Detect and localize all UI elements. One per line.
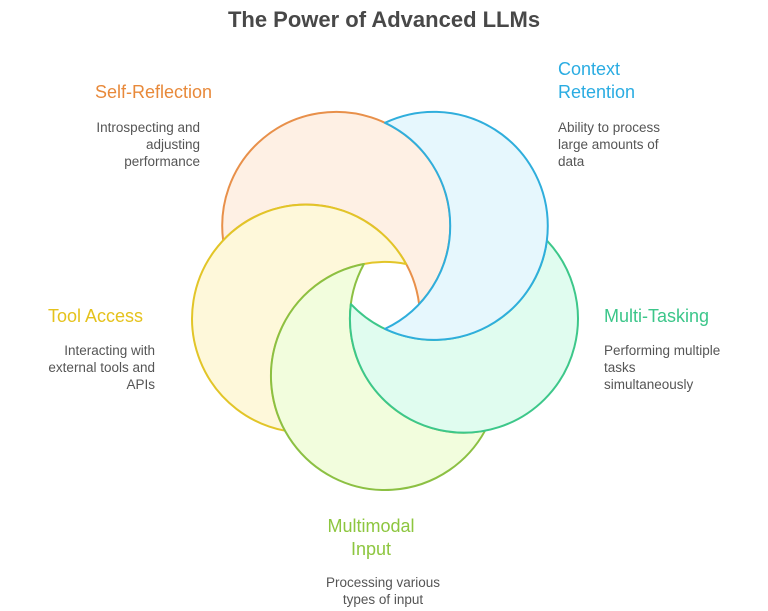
multi-tasking-heading: Multi-Tasking (604, 306, 710, 326)
multimodal-input-heading: Multimodal Input (327, 516, 415, 559)
multimodal-input-description: Processing various types of input (325, 575, 441, 607)
context-retention-heading: Context Retention (558, 59, 636, 102)
self-reflection-description: Introspecting and adjusting performance (96, 120, 200, 169)
context-retention-segment (384, 110, 549, 341)
diagram-title: The Power of Advanced LLMs (227, 7, 541, 32)
tool-access-heading: Tool Access (47, 306, 143, 326)
multi-tasking-description: Performing multiple tasks simultaneously (604, 343, 721, 392)
tool-access-description: Interacting with external tools and APIs (48, 343, 155, 392)
self-reflection-heading: Self-Reflection (94, 82, 212, 102)
context-retention-description: Ability to process large amounts of data (558, 120, 661, 169)
